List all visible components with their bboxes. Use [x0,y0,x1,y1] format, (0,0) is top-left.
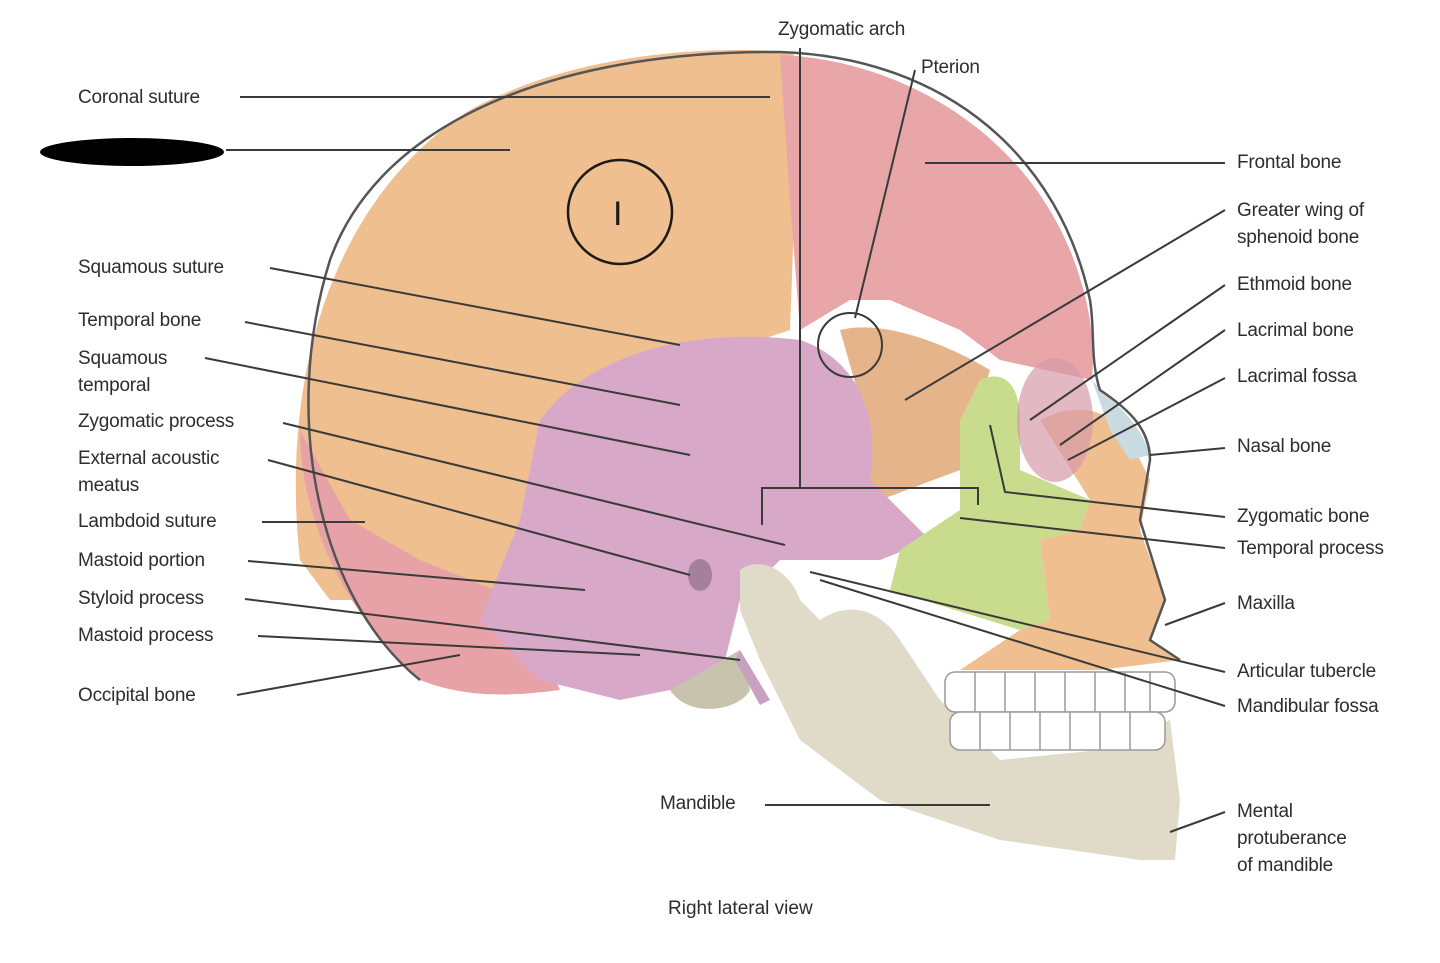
label-mental-line3: of mandible [1237,855,1334,876]
label-squamous-temporal-line1: Squamous [78,348,168,369]
annotation-mark: I [613,195,622,233]
label-lambdoid-suture: Lambdoid suture [78,511,217,532]
label-articular-tubercle: Articular tubercle [1237,661,1376,682]
parietal-bone-region [295,50,800,601]
label-zygomatic-arch: Zygomatic arch [778,19,906,40]
label-zygomatic-process: Zygomatic process [78,411,235,432]
label-temporal-process: Temporal process [1237,538,1384,559]
label-external-acoustic-meatus: External acoustic meatus [78,445,219,499]
mandible-region [740,564,1180,860]
label-nasal-bone: Nasal bone [1237,436,1332,457]
label-squamous-suture: Squamous suture [78,257,224,278]
label-mastoid-process: Mastoid process [78,625,214,646]
external-acoustic-meatus-shape [688,559,712,591]
leader-lines [204,48,1226,833]
label-mental-line1: Mental [1237,801,1293,822]
label-ethmoid-bone: Ethmoid bone [1237,274,1352,295]
styloid-process-shape [735,650,770,705]
sphenoid-region [840,327,990,500]
label-maxilla: Maxilla [1237,593,1295,614]
label-external-acoustic-meatus-line2: meatus [78,475,140,496]
label-frontal-bone: Frontal bone [1237,152,1342,173]
label-zygomatic-bone: Zygomatic bone [1237,506,1370,527]
label-pterion: Pterion [921,57,980,78]
maxilla-region [960,409,1180,670]
label-greater-wing-sphenoid: Greater wing of sphenoid bone [1237,197,1364,251]
label-mandibular-fossa: Mandibular fossa [1237,696,1379,717]
label-squamous-temporal-line2: temporal [78,375,151,396]
skull-outline [307,50,1181,681]
label-mental-line2: protuberance [1237,828,1347,849]
diagram-caption: Right lateral view [668,898,813,919]
label-squamous-temporal: Squamous temporal [78,345,167,399]
label-lacrimal-bone: Lacrimal bone [1237,320,1354,341]
orbit-region [1017,358,1093,482]
label-greater-wing-line2: sphenoid bone [1237,227,1360,248]
label-styloid-process: Styloid process [78,588,204,609]
pterion-circle [817,312,883,378]
label-mandible: Mandible [660,793,736,814]
mastoid-process-shape [670,650,750,709]
redaction-mark [40,138,224,166]
label-mastoid-portion: Mastoid portion [78,550,205,571]
label-coronal-suture: Coronal suture [78,87,200,108]
label-occipital-bone: Occipital bone [78,685,196,706]
zygomatic-bone-region [890,376,1090,630]
annotation-circle [566,158,674,266]
label-greater-wing-line1: Greater wing of [1237,200,1364,221]
label-temporal-bone: Temporal bone [78,310,202,331]
temporal-bone-region [480,336,930,700]
label-external-acoustic-meatus-line1: External acoustic [78,448,220,469]
teeth [944,671,1176,751]
label-mental-protuberance: Mental protuberance of mandible [1237,798,1347,879]
label-lacrimal-fossa: Lacrimal fossa [1237,366,1357,387]
frontal-bone-region [780,55,1093,380]
nasal-bone-region [1092,380,1150,460]
